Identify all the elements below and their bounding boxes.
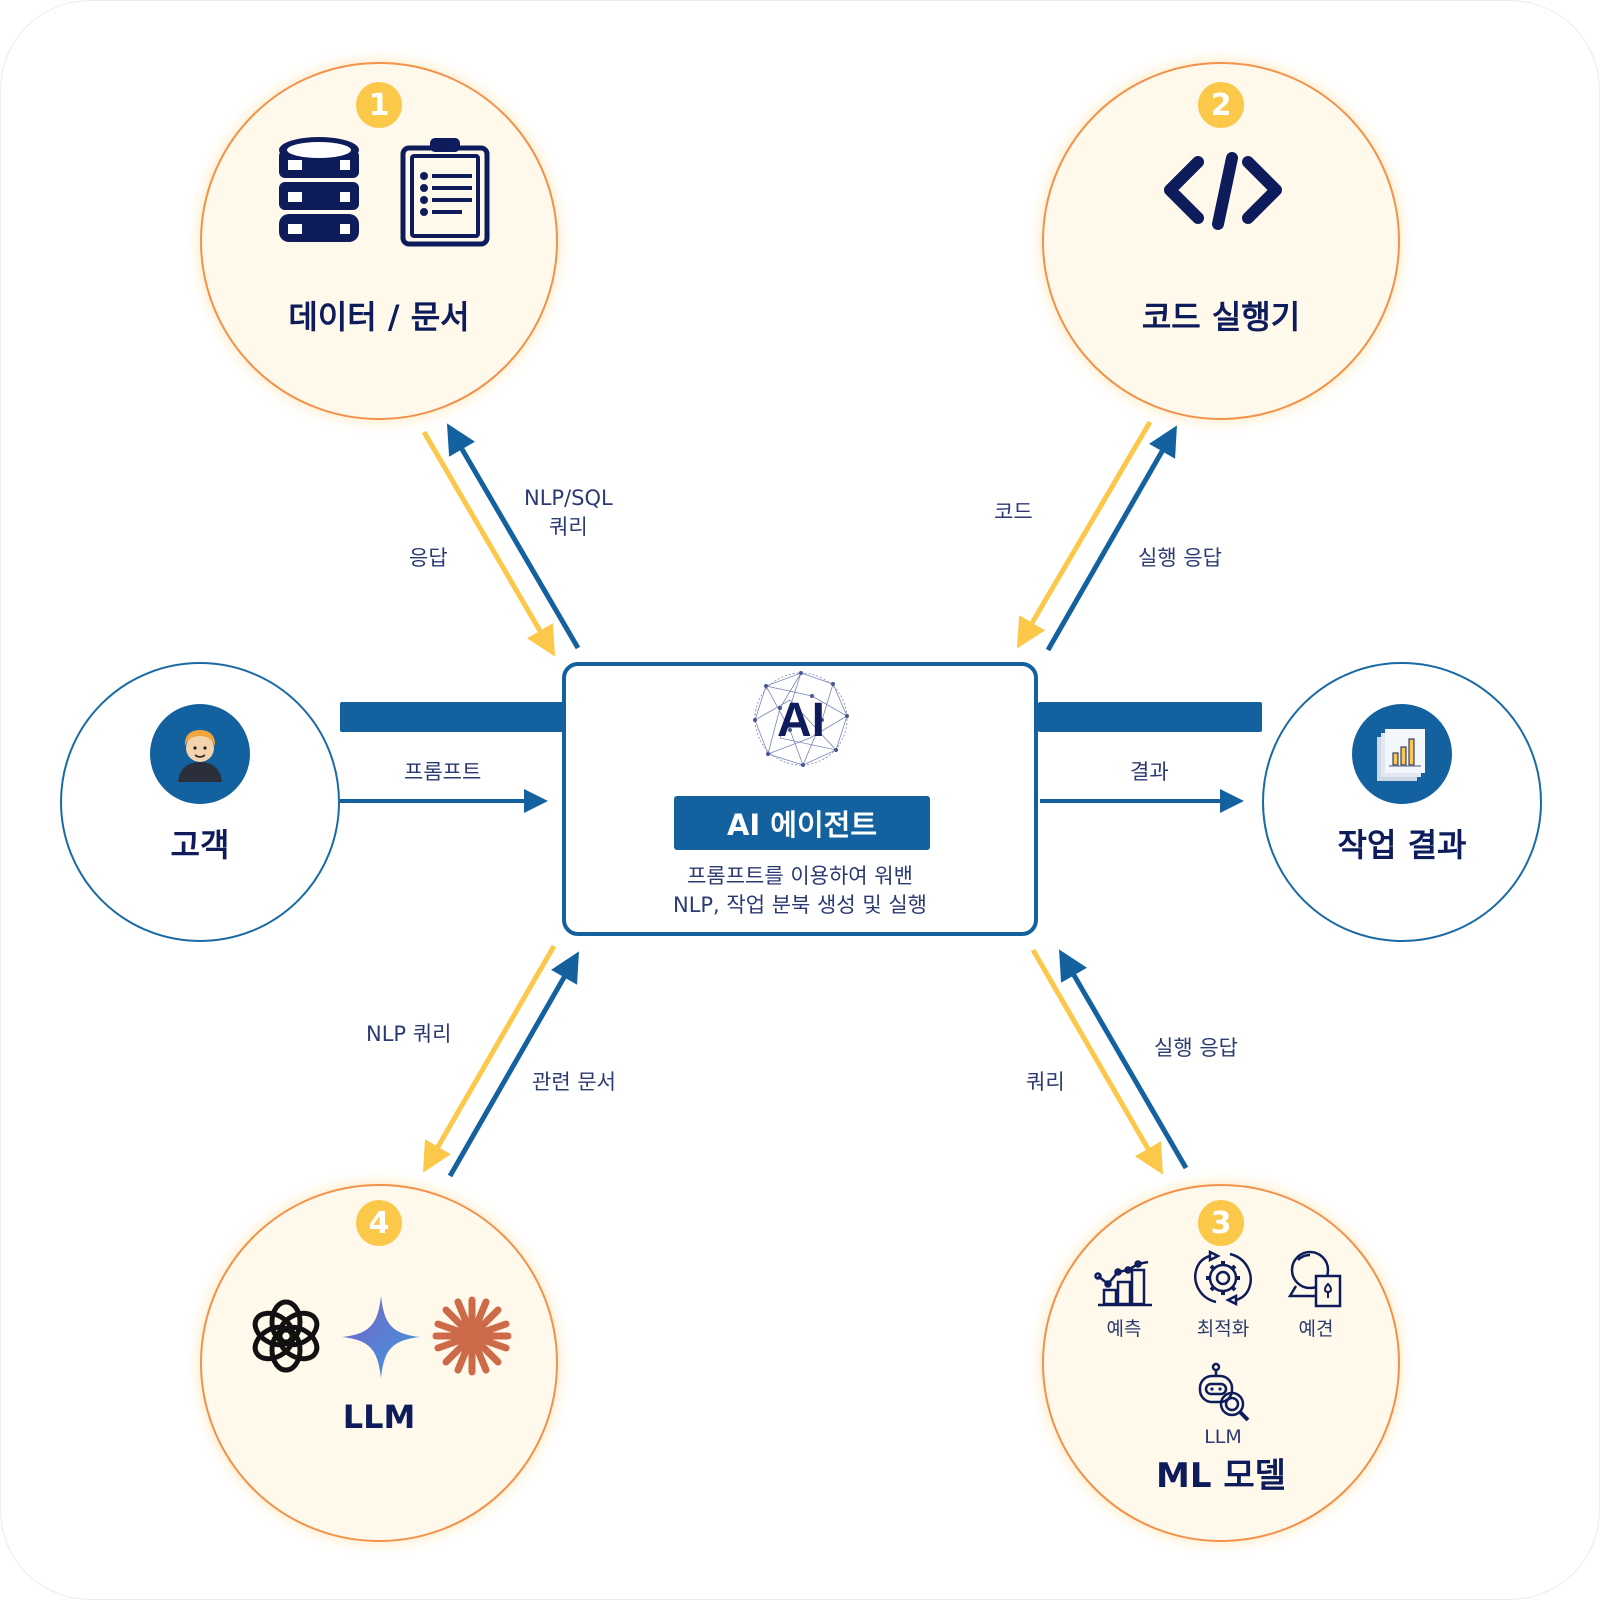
prediction-chart-icon [1094,1260,1152,1307]
node-title: ML 모델 [1156,1456,1286,1496]
ml-item-llm: LLM [1184,1362,1262,1448]
label-code-send: 코드 [994,500,1033,524]
node-data-docs: 1 데이터 / 문서 [200,62,558,420]
label-result: 결과 [1130,760,1169,784]
ml-item-forecast: 예견 [1284,1248,1348,1341]
arrow-ml-query [1030,948,1164,1175]
step-badge-1: 1 [356,82,402,128]
label-ml-response: 실행 응답 [1154,1036,1238,1060]
node-title: 고객 [170,826,230,864]
agent-title: AI 에이전트 [674,796,930,850]
optimization-gear-icon [1194,1249,1252,1307]
llm-robot-search-icon [1198,1362,1250,1422]
ml-item-label: 최적화 [1196,1318,1250,1340]
arrow-data-query [446,423,581,650]
node-customer: 고객 [60,662,340,942]
node-title: LLM [342,1398,416,1436]
clipboard-icon [400,138,490,247]
node-result: 작업 결과 [1262,662,1542,942]
ai-logo-text: AI [777,694,825,747]
step-badge-3: 3 [1198,1200,1244,1246]
claude-starburst-icon [432,1296,512,1376]
agent-description: 프롬프트를 이용하여 워밴 NLP, 작업 분북 생성 및 실행 [566,862,1034,920]
step-badge-2: 2 [1198,82,1244,128]
result-icon-circle [1352,704,1452,804]
agent-description-line1: 프롬프트를 이용하여 워밴 [687,864,913,888]
ml-item-prediction: 예측 [1092,1252,1156,1341]
bar-result [1038,702,1262,732]
ml-item-label: 예견 [1298,1318,1334,1340]
label-data-query-line2: 쿼리 [549,515,588,539]
arrow-code-send [1016,420,1153,649]
ai-network-logo-icon: AI [753,671,849,767]
ml-item-label: LLM [1204,1426,1242,1448]
gemini-sparkle-icon [342,1296,420,1378]
node-title: 코드 실행기 [1141,298,1301,336]
node-code-runner: 2 코드 실행기 [1042,62,1400,420]
ml-item-label: 예측 [1106,1318,1142,1340]
label-data-query-line1: NLP/SQL [524,486,613,510]
bar-customer [340,702,564,732]
arrow-code-response [1045,425,1177,652]
arrow-llm-query [422,944,557,1173]
user-avatar-icon [178,730,222,782]
label-ml-query: 쿼리 [1026,1070,1065,1094]
arrow-llm-docs [447,951,579,1178]
openai-logo-icon [252,1299,320,1373]
label-llm-docs: 관련 문서 [532,1070,616,1094]
report-chart-icon [1377,729,1425,781]
agent-description-line2: NLP, 작업 분북 생성 및 실행 [672,893,927,917]
label-prompt: 프롬프트 [404,760,482,784]
database-icon [279,137,359,242]
label-data-query: NLP/SQL 쿼리 [524,484,613,542]
node-llm: 4 LLM [200,1184,558,1542]
node-title: 작업 결과 [1337,826,1467,864]
ml-item-optimization: 최적화 [1186,1248,1260,1341]
ai-agent-box: AI AI 에이전트 프롬프트를 이용하여 워밴 NLP, 작업 분북 생성 및… [562,662,1038,936]
arrow-data-response [421,430,556,657]
forecast-crystal-ball-icon [1287,1250,1342,1308]
node-ml-model: 3 예측 [1042,1184,1400,1542]
arrow-ml-response [1058,949,1189,1170]
customer-icon-circle [150,704,250,804]
label-llm-query: NLP 쿼리 [366,1022,452,1046]
code-icon [1164,152,1282,230]
node-title: 데이터 / 문서 [288,298,470,336]
label-data-response: 응답 [409,546,448,570]
label-code-response: 실행 응답 [1138,546,1222,570]
step-badge-4: 4 [356,1200,402,1246]
